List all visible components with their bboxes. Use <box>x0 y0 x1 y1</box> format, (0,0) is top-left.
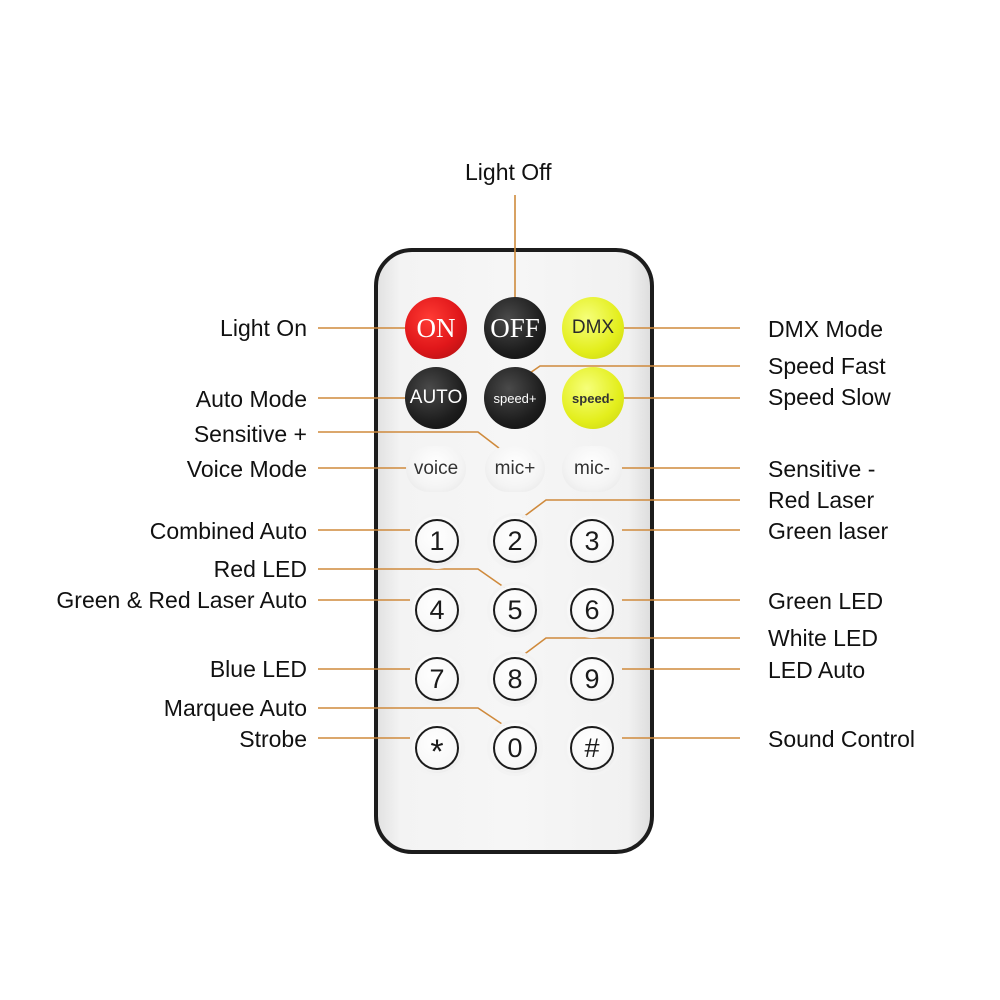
dmx-button-label: DMX <box>571 317 615 338</box>
key-9-button[interactable]: 9 <box>567 654 617 704</box>
callout-dmx-mode: DMX Mode <box>768 316 884 342</box>
callout-auto-mode: Auto Mode <box>195 386 307 412</box>
callout-white-led: White LED <box>768 625 878 651</box>
callout-led-auto: LED Auto <box>768 657 866 683</box>
key-hash-label: # <box>584 732 600 763</box>
callout-strobe: Strobe <box>239 726 307 752</box>
speed-minus-button[interactable]: speed- <box>562 367 624 429</box>
key-star-label: * <box>430 732 444 771</box>
callout-blue-led: Blue LED <box>209 656 307 682</box>
dmx-button[interactable]: DMX <box>562 297 624 359</box>
key-4-button[interactable]: 4 <box>412 585 462 635</box>
off-button[interactable]: OFF <box>484 297 546 359</box>
callout-light-off: Light Off <box>465 159 552 185</box>
key-4-label: 4 <box>429 594 445 625</box>
callout-voice-mode: Voice Mode <box>186 456 307 482</box>
off-button-label: OFF <box>490 312 540 343</box>
on-button-label: ON <box>416 312 456 343</box>
callout-green-laser: Green laser <box>768 518 889 544</box>
mic-plus-button[interactable]: mic+ <box>485 446 545 492</box>
key-2-label: 2 <box>507 525 523 556</box>
mic-minus-button-label: mic- <box>574 458 610 479</box>
key-3-label: 3 <box>584 525 600 556</box>
callout-speed-fast: Speed Fast <box>768 353 886 379</box>
key-8-button[interactable]: 8 <box>490 654 540 704</box>
key-9-label: 9 <box>584 663 600 694</box>
callout-red-led: Red LED <box>213 556 307 582</box>
callout-combined-auto: Combined Auto <box>149 518 307 544</box>
voice-button-label: voice <box>413 458 459 479</box>
speed-plus-button-label: speed+ <box>493 390 537 406</box>
key-0-button[interactable]: 0 <box>490 723 540 773</box>
key-8-label: 8 <box>507 663 523 694</box>
callout-sensitive-plus: Sensitive + <box>193 421 307 447</box>
callout-speed-slow: Speed Slow <box>768 384 891 410</box>
key-2-button[interactable]: 2 <box>490 516 540 566</box>
auto-button[interactable]: AUTO <box>405 367 467 429</box>
callout-marquee-auto: Marquee Auto <box>163 695 307 721</box>
speed-plus-button[interactable]: speed+ <box>484 367 546 429</box>
mic-plus-button-label: mic+ <box>494 458 536 479</box>
callout-green-red-laser-auto: Green & Red Laser Auto <box>56 587 307 613</box>
key-6-label: 6 <box>584 594 600 625</box>
on-button[interactable]: ON <box>405 297 467 359</box>
voice-button[interactable]: voice <box>406 446 466 492</box>
key-5-label: 5 <box>507 594 523 625</box>
callout-sensitive-minus: Sensitive - <box>768 456 876 482</box>
key-star-button[interactable]: * <box>412 723 462 773</box>
key-3-button[interactable]: 3 <box>567 516 617 566</box>
key-7-label: 7 <box>429 663 445 694</box>
auto-button-label: AUTO <box>409 387 463 408</box>
key-0-label: 0 <box>507 732 523 763</box>
key-5-button[interactable]: 5 <box>490 585 540 635</box>
key-1-button[interactable]: 1 <box>412 516 462 566</box>
key-7-button[interactable]: 7 <box>412 654 462 704</box>
key-1-label: 1 <box>429 525 445 556</box>
callout-sound-control: Sound Control <box>768 726 916 752</box>
callout-light-on: Light On <box>220 315 307 341</box>
speed-minus-button-label: speed- <box>572 390 614 406</box>
key-hash-button[interactable]: # <box>567 723 617 773</box>
key-6-button[interactable]: 6 <box>567 585 617 635</box>
mic-minus-button[interactable]: mic- <box>562 446 622 492</box>
callout-red-laser: Red Laser <box>768 487 875 513</box>
callout-green-led: Green LED <box>768 588 884 614</box>
